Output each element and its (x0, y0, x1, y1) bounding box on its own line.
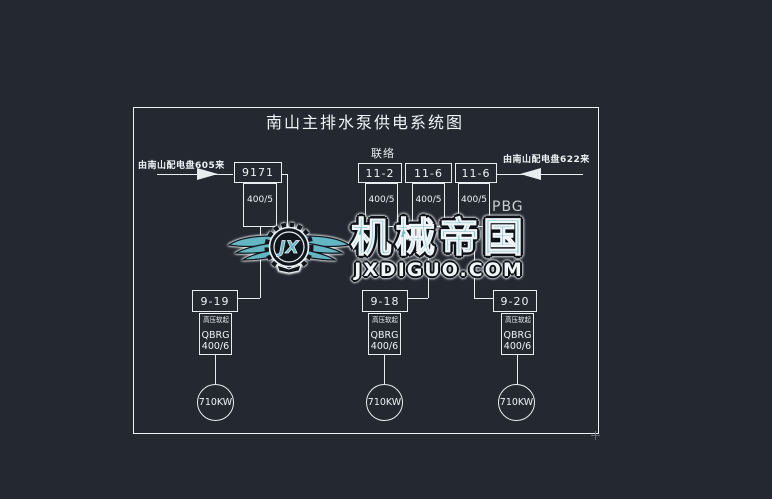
ct-tie-box-1: 400/5 (365, 183, 398, 227)
wire-9171-stub-v (287, 174, 288, 246)
wire-motor-3 (517, 355, 518, 385)
arrow-left-icon (520, 168, 541, 180)
tie-breaker-label-3: 11-6 (461, 166, 491, 180)
ct-incoming-ratio: 400/5 (247, 195, 273, 205)
tie-breaker-label-1: 11-2 (365, 166, 395, 180)
ct-tie-box-3: 400/5 (458, 183, 490, 227)
watermark-text: 机械帝国 JXDIGUO.COM (336, 215, 542, 281)
wire-drop-919-v (260, 227, 261, 298)
wire-9171-stub-h (282, 174, 287, 175)
feeder-right-label: 由南山配电盘622来 (503, 155, 590, 165)
tie-breaker-box-2: 11-6 (405, 163, 452, 183)
wire-feeder-left (157, 174, 233, 175)
tie-breaker-box-1: 11-2 (358, 163, 402, 183)
drawing-title: 南山主排水泵供电系统图 (265, 113, 464, 132)
wire-drop-919-h (238, 298, 260, 299)
softstarter-2-device: QBRG (370, 330, 399, 341)
monogram-text: JX (276, 238, 299, 258)
ct-tie-ratio-3: 400/5 (461, 195, 487, 205)
ct-tie-ratio-2: 400/5 (415, 195, 442, 205)
breaker-918-label: 9-18 (370, 294, 400, 308)
softstarter-3-rating: 400/6 (503, 341, 532, 352)
wire-drop-918-v (428, 227, 429, 298)
softstarter-3-device: QBRG (503, 330, 532, 341)
softstarter-2-box: 高压软起 QBRG 400/6 (368, 313, 401, 355)
breaker-9171-label: 9171 (242, 166, 274, 179)
breaker-919-box: 9-19 (192, 290, 238, 312)
motor-3-circle: 710KW (498, 384, 535, 421)
softstarter-1-box: 高压软起 QBRG 400/6 (199, 313, 232, 355)
softstarter-2-note: 高压软起 (371, 316, 398, 324)
breaker-9171-box: 9171 (234, 162, 282, 183)
tie-breaker-label-2: 11-6 (414, 166, 443, 180)
tie-breaker-box-3: 11-6 (455, 163, 497, 183)
drawing-frame (133, 107, 599, 434)
wire-motor-1 (215, 355, 216, 385)
softstarter-3-note: 高压软起 (504, 316, 531, 324)
softstarter-3-box: 高压软起 QBRG 400/6 (501, 313, 534, 355)
ct-tie-box-2: 400/5 (412, 183, 445, 227)
arrow-right-icon (197, 168, 218, 180)
motor-1-circle: 710KW (197, 384, 234, 421)
motor-1-label: 710KW (198, 397, 233, 408)
tie-label: 联络 (371, 147, 395, 160)
breaker-920-box: 9-20 (493, 290, 537, 312)
wire-drop-918-h (408, 298, 428, 299)
watermark-site: JXDIGUO.COM (354, 259, 524, 281)
panel-type-label: PBG (492, 199, 524, 215)
wire-tie1-drop (381, 227, 382, 249)
wire-motor-2 (384, 355, 385, 385)
softstarter-1-device: QBRG (201, 330, 230, 341)
softstarter-1-note: 高压软起 (202, 316, 229, 324)
breaker-920-label: 9-20 (500, 294, 530, 308)
feeder-left-label: 由南山配电盘605来 (138, 161, 225, 171)
breaker-919-label: 9-19 (200, 294, 230, 308)
ct-incoming-box: 400/5 (243, 183, 277, 227)
crosshair-artifact (595, 431, 596, 440)
motor-3-label: 710KW (499, 397, 534, 408)
motor-2-label: 710KW (367, 397, 402, 408)
wire-drop-920-v (474, 227, 475, 298)
ct-tie-ratio-1: 400/5 (368, 195, 395, 205)
motor-2-circle: 710KW (366, 384, 403, 421)
softstarter-2-rating: 400/6 (370, 341, 399, 352)
watermark-brand: 机械帝国 (351, 215, 527, 261)
breaker-918-box: 9-18 (362, 290, 408, 312)
watermark: JX 机械帝国 JXDIGUO.COM (226, 217, 542, 287)
wire-drop-920-h (474, 298, 493, 299)
softstarter-1-rating: 400/6 (201, 341, 230, 352)
winged-gear-logo-icon: JX (227, 222, 351, 274)
